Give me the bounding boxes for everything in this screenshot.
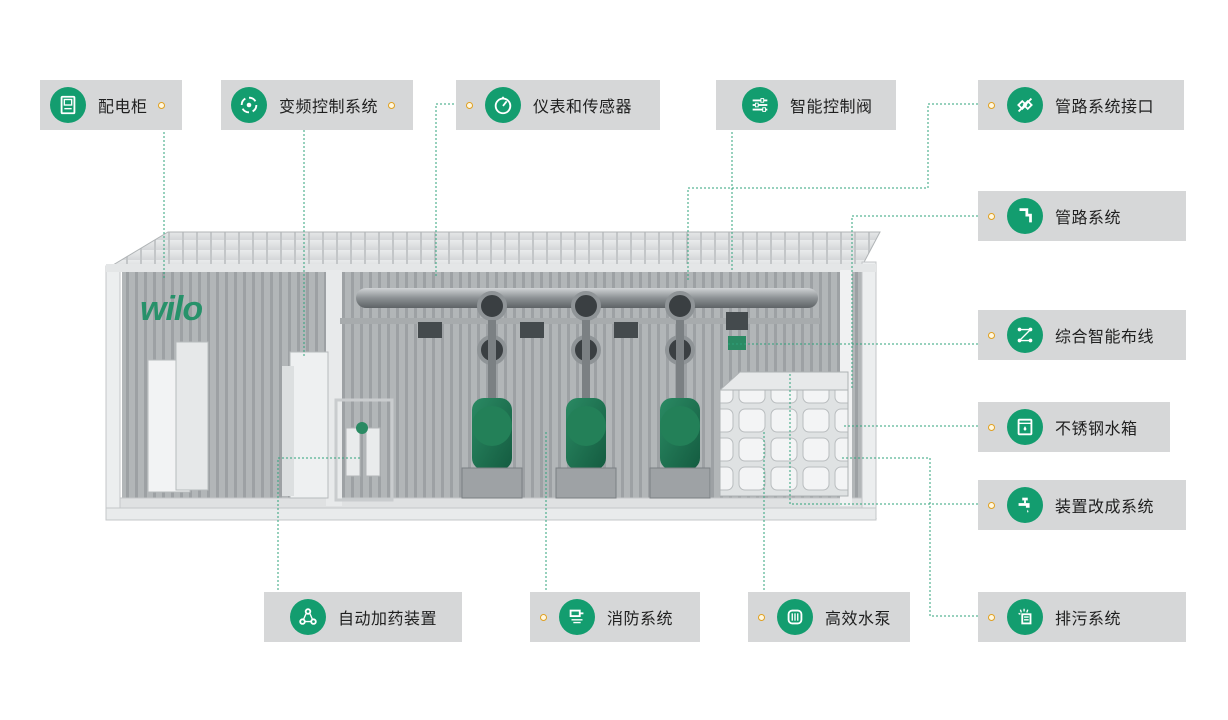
faucet-icon (1007, 487, 1043, 523)
pump-assembly-1 (461, 291, 523, 499)
callout-anchor-dot (157, 101, 165, 109)
callout-label: 仪表和传感器 (533, 97, 633, 116)
cycle-arrows-icon (231, 87, 267, 123)
callout-label: 变频控制系统 (279, 97, 379, 116)
callout-anchor-dot (988, 613, 995, 621)
pump-assembly-3 (649, 291, 711, 499)
callout-efficient-pump: 高效水泵 (748, 592, 910, 642)
callout-label: 不锈钢水箱 (1055, 419, 1138, 438)
callout-pipe-interface: 管路系统接口 (978, 80, 1184, 130)
callout-label: 综合智能布线 (1055, 327, 1155, 346)
callout-label: 智能控制阀 (790, 97, 873, 116)
callout-label: 排污系统 (1055, 609, 1122, 628)
stainless-tank-body (719, 389, 849, 497)
callout-label: 自动加药装置 (338, 609, 438, 628)
callout-distribution-cabinet: 配电柜 (40, 80, 182, 130)
network-icon (1007, 317, 1043, 353)
callout-anchor-dot (988, 423, 995, 431)
callout-label: 配电柜 (98, 97, 148, 116)
leader-lines (163, 103, 986, 617)
callout-label: 消防系统 (607, 609, 674, 628)
callout-pipe-system: 管路系统 (978, 191, 1186, 241)
callout-anchor-dot (988, 501, 995, 509)
gauge-icon (485, 87, 521, 123)
callout-vfd-control: 变频控制系统 (221, 80, 413, 130)
callout-smart-wiring: 综合智能布线 (978, 310, 1186, 360)
callout-retrofit-system: 装置改成系统 (978, 480, 1186, 530)
callout-stainless-tank: 不锈钢水箱 (978, 402, 1170, 452)
callout-auto-dosing: 自动加药装置 (264, 592, 462, 642)
container-roof (106, 231, 881, 269)
callout-label: 管路系统 (1055, 208, 1122, 227)
wilo-logo: wilo (140, 290, 203, 328)
callout-anchor-dot (988, 331, 995, 339)
dosing-unit-frame (334, 398, 394, 502)
fire-system-icon (559, 599, 595, 635)
sliders-icon (742, 87, 778, 123)
callout-smart-valve: 智能控制阀 (716, 80, 896, 130)
callout-anchor-dot (988, 101, 995, 109)
pump-icon (777, 599, 813, 635)
callout-label: 高效水泵 (825, 609, 892, 628)
callout-fire-system: 消防系统 (530, 592, 700, 642)
callout-anchor-dot (540, 613, 547, 621)
pipe-icon (1007, 198, 1043, 234)
pump-assembly-2 (555, 291, 617, 499)
callout-anchor-dot (388, 101, 396, 109)
callout-label: 装置改成系统 (1055, 497, 1155, 516)
callout-anchor-dot (988, 212, 995, 220)
dosing-icon (290, 599, 326, 635)
callout-anchor-dot (758, 613, 765, 621)
drain-icon (1007, 599, 1043, 635)
cabinet-icon (50, 87, 86, 123)
callout-label: 管路系统接口 (1055, 97, 1155, 116)
callout-drain-system: 排污系统 (978, 592, 1186, 642)
callout-anchor-dot (466, 101, 473, 109)
connector-icon (1007, 87, 1043, 123)
callout-instruments-sensors: 仪表和传感器 (456, 80, 660, 130)
tank-icon (1007, 409, 1043, 445)
